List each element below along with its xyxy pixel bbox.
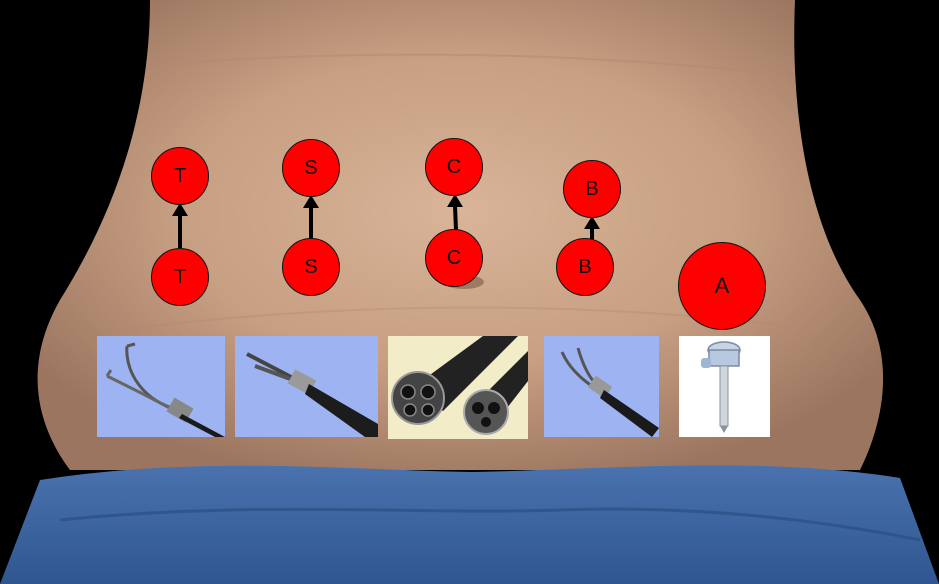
port-b-lower-label: B xyxy=(578,257,591,277)
port-t-lower-label: T xyxy=(174,267,186,287)
scissors-instrument-icon xyxy=(235,336,378,437)
port-c-upper: C xyxy=(425,138,483,196)
port-a-label: A xyxy=(715,275,730,297)
port-t-upper-label: T xyxy=(174,166,186,186)
scrubs xyxy=(0,465,939,584)
port-c-upper-label: C xyxy=(447,157,461,177)
port-c-lower-label: C xyxy=(447,248,461,268)
grasper-instrument-icon xyxy=(97,336,225,437)
port-b-upper-label: B xyxy=(585,179,598,199)
port-s-lower: S xyxy=(282,238,340,296)
port-t-upper: T xyxy=(151,147,209,205)
endoscope-tips-icon xyxy=(388,336,528,439)
port-c-lower: C xyxy=(425,229,483,287)
bipolar-grasper-icon xyxy=(544,336,659,437)
port-t-lower: T xyxy=(151,248,209,306)
port-b-lower: B xyxy=(556,238,614,296)
port-s-upper: S xyxy=(282,139,340,197)
port-s-upper-label: S xyxy=(304,158,317,178)
port-s-lower-label: S xyxy=(304,257,317,277)
port-a: A xyxy=(678,242,766,330)
trocar-icon xyxy=(679,336,770,437)
port-b-upper: B xyxy=(563,160,621,218)
